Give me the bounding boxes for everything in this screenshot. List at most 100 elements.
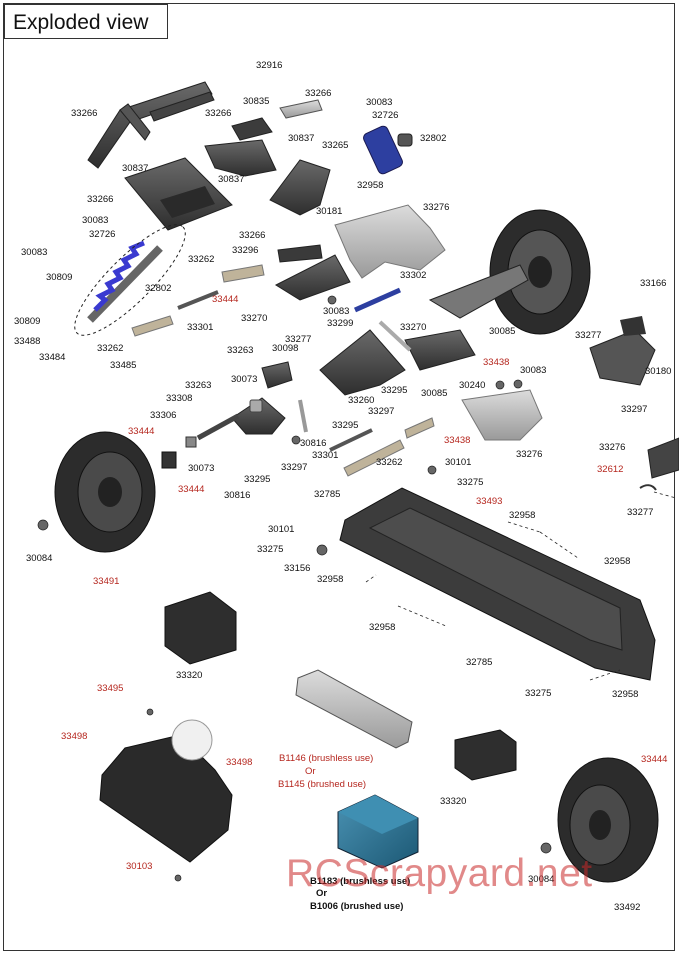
part-label: 33301 bbox=[312, 450, 339, 461]
part-label: 30837 bbox=[288, 133, 315, 144]
part-label: 32726 bbox=[372, 110, 399, 121]
part-label: 30103 bbox=[126, 861, 153, 872]
part-label: 30098 bbox=[272, 343, 299, 354]
part-label: 33266 bbox=[305, 88, 332, 99]
part-label: 30101 bbox=[445, 457, 472, 468]
part-label: 32726 bbox=[89, 229, 116, 240]
part-label: 30835 bbox=[243, 96, 270, 107]
lower-arm-part bbox=[319, 329, 406, 396]
part-label: 30085 bbox=[489, 326, 516, 337]
part-label: 32958 bbox=[604, 556, 631, 567]
part-label: 33295 bbox=[332, 420, 359, 431]
receiver-box-part bbox=[99, 734, 233, 863]
ball-part bbox=[171, 719, 213, 761]
part-label: 33275 bbox=[525, 688, 552, 699]
part-label: 33491 bbox=[93, 576, 120, 587]
part-label: 33493 bbox=[476, 496, 503, 507]
motor-option-brushless: B1146 (brushless use) bbox=[279, 753, 374, 764]
esc-option-brushless: B1183 (brushless use) bbox=[310, 876, 411, 887]
part-label: 33498 bbox=[226, 757, 253, 768]
part-label: 30085 bbox=[421, 388, 448, 399]
part-label: 30083 bbox=[323, 306, 350, 317]
part-label: 30073 bbox=[188, 463, 215, 474]
motor-option-or: Or bbox=[305, 766, 316, 777]
part-label: 32612 bbox=[597, 464, 624, 475]
part-label: 30180 bbox=[645, 366, 672, 377]
esc-part bbox=[337, 794, 419, 869]
bulkhead-part bbox=[404, 329, 476, 371]
part-label: 30809 bbox=[14, 316, 41, 327]
part-label: 33297 bbox=[281, 462, 308, 473]
part-label: 33260 bbox=[348, 395, 375, 406]
part-label: 33270 bbox=[241, 313, 268, 324]
part-label: 30816 bbox=[300, 438, 327, 449]
part-label: 30101 bbox=[268, 524, 295, 535]
part-label: 30816 bbox=[224, 490, 251, 501]
part-label: 30083 bbox=[520, 365, 547, 376]
part-label: 33492 bbox=[614, 902, 641, 913]
steering-link-part bbox=[221, 264, 265, 283]
page-frame bbox=[3, 3, 675, 951]
part-label: 33262 bbox=[188, 254, 215, 265]
part-label: 30083 bbox=[82, 215, 109, 226]
part-label: 33320 bbox=[176, 670, 203, 681]
part-label: 33275 bbox=[257, 544, 284, 555]
part-label: 33306 bbox=[150, 410, 177, 421]
front-bumper-part bbox=[87, 81, 215, 169]
part-label: 30240 bbox=[459, 380, 486, 391]
part-label: 32958 bbox=[369, 622, 396, 633]
front-wheel-right-part bbox=[489, 209, 591, 335]
part-label: 30084 bbox=[26, 553, 53, 564]
part-label: 33320 bbox=[440, 796, 467, 807]
part-label: 30083 bbox=[21, 247, 48, 258]
part-label: 33275 bbox=[457, 477, 484, 488]
part-label: 33444 bbox=[641, 754, 668, 765]
part-label: 33266 bbox=[87, 194, 114, 205]
part-label: 30073 bbox=[231, 374, 258, 385]
part-label: 33297 bbox=[621, 404, 648, 415]
part-label: 33295 bbox=[244, 474, 271, 485]
part-label: 33276 bbox=[423, 202, 450, 213]
part-label: 32785 bbox=[314, 489, 341, 500]
part-label: 33276 bbox=[599, 442, 626, 453]
battery-part bbox=[295, 669, 413, 749]
part-label: 33297 bbox=[368, 406, 395, 417]
part-label: 33444 bbox=[178, 484, 205, 495]
page-title: Exploded view bbox=[4, 4, 168, 39]
part-label: 32958 bbox=[317, 574, 344, 585]
front-arm-right-part bbox=[428, 264, 529, 319]
watermark: RCScrapyard.net bbox=[286, 852, 593, 895]
part-label: 33270 bbox=[400, 322, 427, 333]
part-label: 32785 bbox=[466, 657, 493, 668]
part-label: 33295 bbox=[381, 385, 408, 396]
rear-mount-part bbox=[461, 389, 543, 441]
shock-absorber-blue-part bbox=[363, 125, 413, 175]
front-mount-part bbox=[204, 139, 277, 177]
part-label: 33156 bbox=[284, 563, 311, 574]
servo-saver-part bbox=[274, 254, 351, 301]
part-label: 30084 bbox=[528, 874, 555, 885]
part-label: 33498 bbox=[61, 731, 88, 742]
shock-tower-front-part bbox=[269, 159, 331, 216]
rear-wheel-right-part bbox=[557, 757, 659, 883]
part-label: 33166 bbox=[640, 278, 667, 289]
part-label: 33265 bbox=[322, 140, 349, 151]
part-label: 33301 bbox=[187, 322, 214, 333]
part-label: 32802 bbox=[420, 133, 447, 144]
part-label: 33262 bbox=[376, 457, 403, 468]
part-label: 33438 bbox=[483, 357, 510, 368]
part-label: 33438 bbox=[444, 435, 471, 446]
part-label: 33277 bbox=[285, 334, 312, 345]
part-label: 33277 bbox=[627, 507, 654, 518]
part-label: 33488 bbox=[14, 336, 41, 347]
motor-option-brushed: B1145 (brushed use) bbox=[278, 779, 367, 790]
turnbuckle-part bbox=[131, 315, 174, 337]
part-label: 33308 bbox=[166, 393, 193, 404]
part-label: 33495 bbox=[97, 683, 124, 694]
part-label: 33276 bbox=[516, 449, 543, 460]
part-label: 33277 bbox=[575, 330, 602, 341]
part-label: 32958 bbox=[357, 180, 384, 191]
part-label: 32958 bbox=[612, 689, 639, 700]
front-shock-part bbox=[74, 224, 186, 336]
